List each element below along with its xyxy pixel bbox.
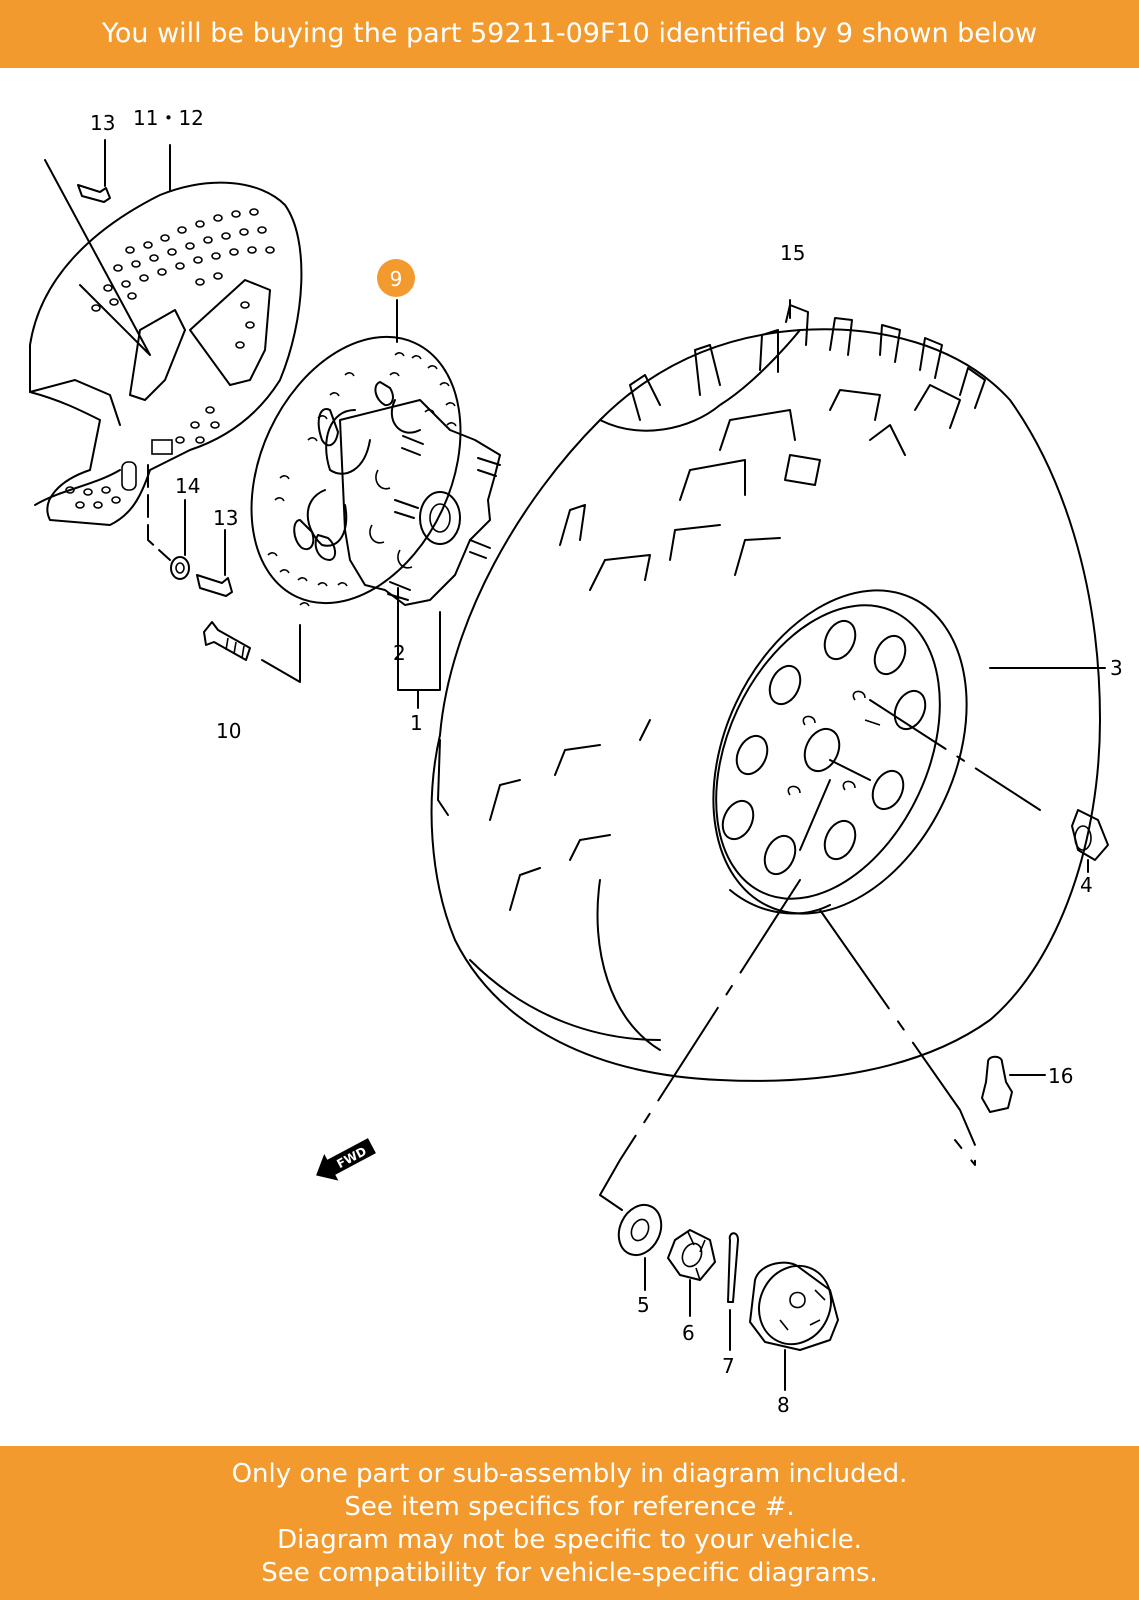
footer-line-1: Only one part or sub-assembly in diagram… — [231, 1459, 908, 1489]
washer-5 — [617, 1203, 663, 1291]
tire-15 — [430, 304, 1101, 1082]
highlight-9-badge: 9 — [377, 259, 415, 297]
label-2: 2 — [393, 641, 406, 665]
wheel-nut-4 — [869, 699, 1109, 873]
hub-cap-8 — [749, 1261, 839, 1391]
castle-nut-6 — [667, 1229, 716, 1317]
footer-line-2: See item specifics for reference #. — [344, 1492, 795, 1522]
label-1: 1 — [410, 711, 423, 735]
label-14: 14 — [175, 474, 200, 498]
label-13-lower: 13 — [213, 506, 238, 530]
label-4: 4 — [1080, 873, 1093, 897]
fwd-arrow-icon: FWD — [316, 1138, 376, 1181]
label-8: 8 — [777, 1393, 790, 1417]
highlight-9-text: 9 — [390, 267, 403, 291]
label-13-top: 13 — [90, 111, 115, 135]
bolt-13-lower — [196, 529, 233, 597]
wheel-hub-1 — [306, 399, 501, 606]
parts-diagram: 11・12 13 14 13 10 — [29, 106, 1123, 1417]
footer-line-4: See compatibility for vehicle-specific d… — [261, 1558, 878, 1588]
valve-16 — [981, 1055, 1046, 1113]
bolt-13-top — [44, 139, 151, 356]
disc-cover — [29, 181, 303, 526]
footer-line-3: Diagram may not be specific to your vehi… — [277, 1525, 862, 1555]
cotter-pin-7 — [727, 1232, 739, 1351]
label-5: 5 — [637, 1293, 650, 1317]
label-16: 16 — [1048, 1064, 1073, 1088]
washer-14 — [170, 556, 190, 580]
wheel-rim-3 — [712, 589, 968, 915]
header-banner: You will be buying the part 59211-09F10 … — [0, 0, 1139, 68]
label-10: 10 — [216, 719, 241, 743]
footer-banner: Only one part or sub-assembly in diagram… — [0, 1446, 1139, 1600]
bolt-10 — [203, 621, 301, 683]
label-6: 6 — [682, 1321, 695, 1345]
label-7: 7 — [722, 1354, 735, 1378]
label-3: 3 — [1110, 656, 1123, 680]
header-text: You will be buying the part 59211-09F10 … — [101, 18, 1038, 49]
brake-disc-9 — [250, 335, 462, 607]
label-11-12: 11・12 — [133, 106, 204, 130]
label-15: 15 — [780, 241, 805, 265]
